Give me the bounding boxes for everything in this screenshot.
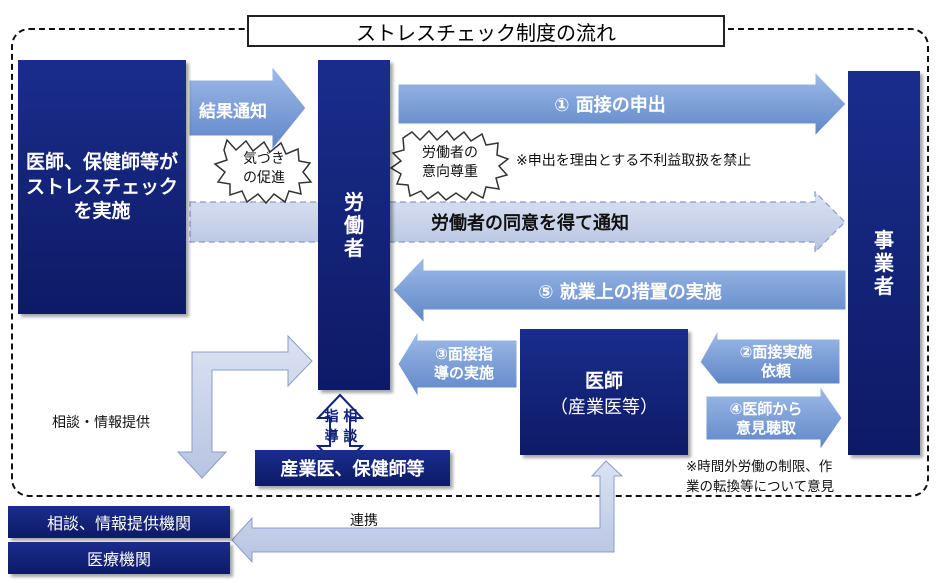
worker-intent-bubble: [389, 129, 510, 202]
work-measures-arrow: [392, 255, 847, 325]
guidance-consult-label-2: 導 談: [324, 429, 358, 445]
doctor-sublabel: （産業医等）: [550, 396, 658, 418]
interview-request-label: ① 面接の申出: [554, 95, 666, 116]
doctor-box: 医師 （産業医等）: [520, 329, 688, 455]
awareness-text: 気づき の促進: [243, 151, 285, 186]
cooperation-note: 連携: [350, 513, 378, 529]
result-notice-label: 結果通知: [199, 101, 267, 122]
worker-box: 労 働 者: [318, 60, 390, 390]
interview-guidance-label: ③面接指 導の実施: [433, 344, 494, 383]
doctor-label: 医師: [584, 369, 623, 392]
medical-org-box: 医療機関: [8, 542, 230, 574]
consult-org-box: 相談、情報提供機関: [8, 506, 230, 538]
consent-notice-label: 労働者の同意を得て通知: [431, 213, 629, 234]
page-title: ストレスチェック制度の流れ: [247, 15, 725, 47]
consult-info-arrow: [176, 334, 313, 479]
opinion-hearing-arrow: [705, 384, 843, 452]
interview-guidance-arrow: [397, 329, 518, 399]
awareness-bubble: [213, 138, 313, 205]
interview-commission-label: ②面接実施 依頼: [739, 342, 813, 381]
opinion-hearing-label: ④医師から 意見聴取: [729, 399, 803, 438]
consult-info-note: 相談・情報提供: [52, 415, 150, 431]
overtime-note: ※時間外労働の制限、作 業の転換等について意見: [686, 459, 835, 495]
employer-box: 事 業 者: [848, 71, 920, 455]
work-measures-label: ⑤ 就業上の措置の実施: [538, 282, 722, 303]
doctor-check-box: 医師、保健師等が ストレスチェック を実施: [18, 60, 186, 314]
result-notice-arrow: [188, 64, 307, 152]
interview-commission-arrow: [699, 328, 841, 385]
interview-request-arrow: [397, 70, 847, 138]
cooperation-arrow: [231, 460, 624, 564]
prohibit-note: ※申出を理由とする不利益取扱を禁止: [516, 153, 752, 169]
occupational-physician-box: 産業医、保健師等: [255, 450, 450, 486]
worker-intent-text: 労働者の 意向尊重: [422, 145, 478, 180]
guidance-consult-label-1: 指 相: [324, 409, 358, 425]
